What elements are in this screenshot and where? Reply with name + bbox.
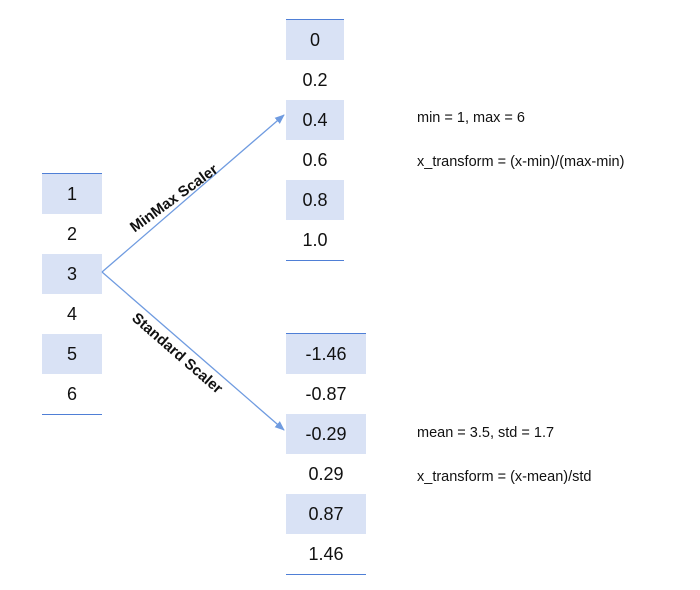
minmax-value-cell: 0.6	[302, 150, 328, 170]
minmax-value-cell: 0.2	[302, 70, 328, 90]
standard-values-column: -1.46 -0.87 -0.29 0.29 0.87 1.46	[286, 333, 366, 575]
standard-arrow	[101, 271, 285, 431]
standard-params-note: mean = 3.5, std = 1.7	[417, 425, 555, 441]
input-value-cell: 4	[66, 304, 77, 324]
input-value-cell: 2	[66, 224, 77, 244]
standard-value-cell: 0.87	[286, 494, 366, 534]
minmax-value-cell: 0	[286, 20, 344, 60]
minmax-value-cell: 0.8	[286, 180, 344, 220]
input-values-column: 1 2 3 4 5 6	[42, 173, 102, 415]
standard-value-cell: 1.46	[308, 544, 344, 564]
standard-formula-note: x_transform = (x-mean)/std	[417, 469, 592, 485]
input-value-cell: 3	[42, 254, 102, 294]
standard-scaler-label: Standard Scaler	[128, 309, 226, 398]
minmax-scaler-label: MinMax Scaler	[126, 160, 222, 237]
minmax-formula-note: x_transform = (x-min)/(max-min)	[417, 154, 625, 170]
standard-value-cell: -0.87	[305, 384, 347, 404]
standard-value-cell: -0.29	[286, 414, 366, 454]
minmax-value-cell: 1.0	[302, 230, 328, 250]
input-value-cell: 1	[42, 174, 102, 214]
minmax-value-cell: 0.4	[286, 100, 344, 140]
input-value-cell: 5	[42, 334, 102, 374]
standard-value-cell: 0.29	[308, 464, 344, 484]
input-value-cell: 6	[66, 384, 77, 404]
standard-value-cell: -1.46	[286, 334, 366, 374]
minmax-values-column: 0 0.2 0.4 0.6 0.8 1.0	[286, 19, 344, 261]
minmax-params-note: min = 1, max = 6	[417, 110, 525, 126]
